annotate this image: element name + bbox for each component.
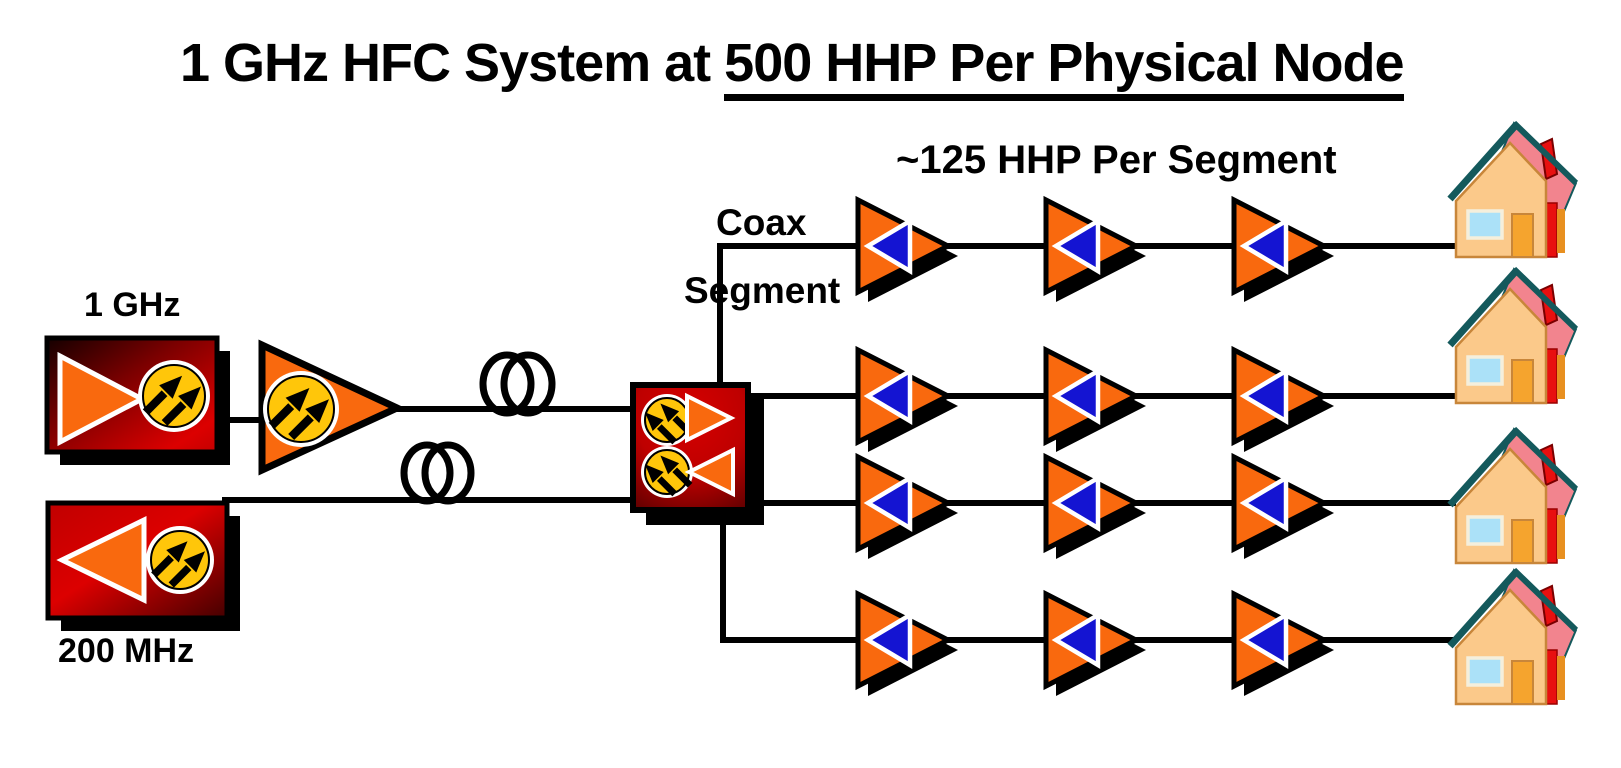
house-icon: [1450, 429, 1576, 563]
rf-amplifier-icon: [858, 594, 958, 696]
rf-amplifier-icon: [1234, 594, 1334, 696]
fiber-coil-icon: [479, 351, 556, 417]
rf-amplifier-icon: [858, 350, 958, 452]
rf-amplifier-icon: [1046, 457, 1146, 559]
hhp-per-segment-label: ~125 HHP Per Segment: [896, 138, 1337, 182]
house-icon: [1450, 123, 1576, 257]
page-title: 1 GHz HFC System at 500 HHP Per Physical…: [180, 33, 1405, 102]
headend-amplifier-icon: [258, 339, 406, 476]
forward-band-label: 1 GHz: [84, 286, 181, 324]
return-triangle-icon: [684, 446, 735, 498]
return-band-label: 200 MHz: [58, 632, 195, 670]
rf-amplifier-icon: [1234, 457, 1334, 559]
return-receiver-icon: [45, 500, 240, 631]
rf-amplifier-icon: [1046, 350, 1146, 452]
rf-amplifier-icon: [858, 457, 958, 559]
title-prefix: 1 GHz HFC System at: [180, 33, 725, 93]
coax-segment-label-line2: Segment: [684, 270, 841, 311]
forward-transmitter-icon: [44, 335, 230, 465]
title-underlined: 500 HHP Per Physical Node: [724, 33, 1405, 102]
house-icon: [1450, 269, 1576, 403]
rf-amplifier-icon: [1234, 350, 1334, 452]
coax-segment-1-line: [717, 243, 1456, 385]
rf-amplifier-icon: [1046, 594, 1146, 696]
fiber-coil-icon: [400, 441, 475, 505]
house-icon: [1450, 570, 1576, 704]
rf-amplifier-icon: [1046, 200, 1146, 302]
coax-segment-4-line: [720, 508, 1456, 643]
forward-triangle-icon: [685, 392, 736, 444]
optical-node-icon: [630, 382, 764, 525]
rf-amplifier-icon: [1234, 200, 1334, 302]
rf-amplifier-icon: [858, 200, 958, 302]
coax-segment-label-line1: Coax: [716, 202, 807, 243]
